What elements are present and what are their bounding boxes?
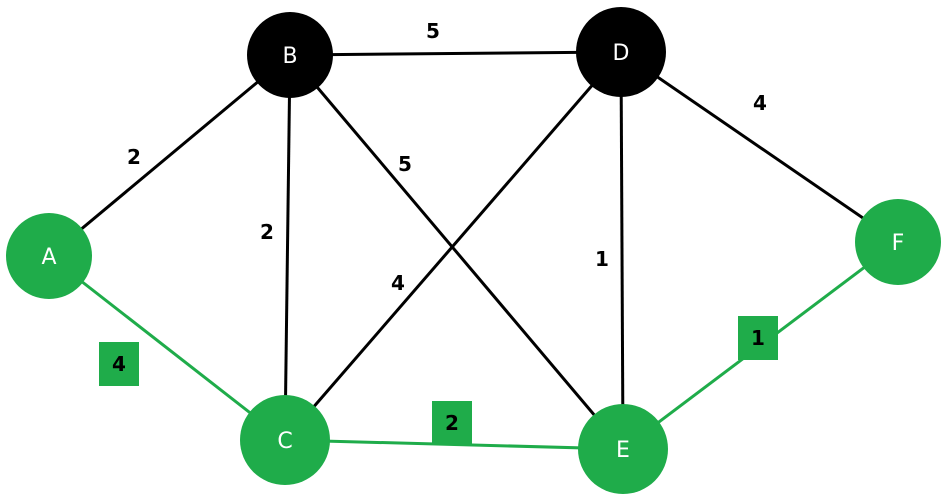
edge-weight-c-e: 2 [445, 411, 459, 435]
node-circle-b [247, 12, 333, 98]
edge-d-f [620, 50, 899, 244]
edge-weight-b-c: 2 [260, 220, 274, 244]
node-label-f: F [892, 231, 905, 256]
edge-weight-e-f: 1 [751, 326, 765, 350]
edge-weight-a-b: 2 [127, 145, 141, 169]
edge-weight-d-c: 4 [391, 271, 405, 295]
edge-weight-b-e: 5 [398, 152, 412, 176]
edge-b-d [289, 50, 622, 57]
edge-weight-box-a-c [99, 342, 139, 386]
node-circle-a [6, 213, 92, 299]
node-circle-d [576, 7, 666, 97]
node-circle-e [578, 404, 668, 494]
node-circle-c [240, 395, 330, 485]
edge-d-e [619, 51, 625, 450]
edge-weight-box-c-e [432, 401, 472, 445]
edge-b-e [288, 54, 625, 450]
edge-weight-box-e-f [738, 316, 778, 360]
edges-layer [48, 50, 899, 451]
edge-d-c [283, 51, 623, 441]
edge-a-c [48, 254, 286, 442]
node-d: D [576, 7, 666, 97]
node-e: E [578, 404, 668, 494]
edge-weight-a-c: 4 [112, 352, 126, 376]
nodes-layer: A B C D E F [6, 7, 941, 494]
node-c: C [240, 395, 330, 485]
node-label-c: C [277, 429, 292, 454]
edge-labels-layer: 2 5 2 5 4 1 4 4 2 1 [99, 19, 778, 445]
node-b: B [247, 12, 333, 98]
node-f: F [855, 199, 941, 285]
node-label-a: A [41, 245, 56, 270]
edge-b-c [283, 54, 292, 441]
edge-a-b [48, 53, 291, 258]
edge-weight-d-f: 4 [753, 91, 767, 115]
edge-weight-b-d: 5 [426, 19, 440, 43]
node-a: A [6, 213, 92, 299]
node-circle-f [855, 199, 941, 285]
node-label-d: D [613, 41, 630, 66]
edge-weight-d-e: 1 [595, 247, 609, 271]
node-label-b: B [282, 44, 297, 69]
node-label-e: E [616, 438, 630, 463]
